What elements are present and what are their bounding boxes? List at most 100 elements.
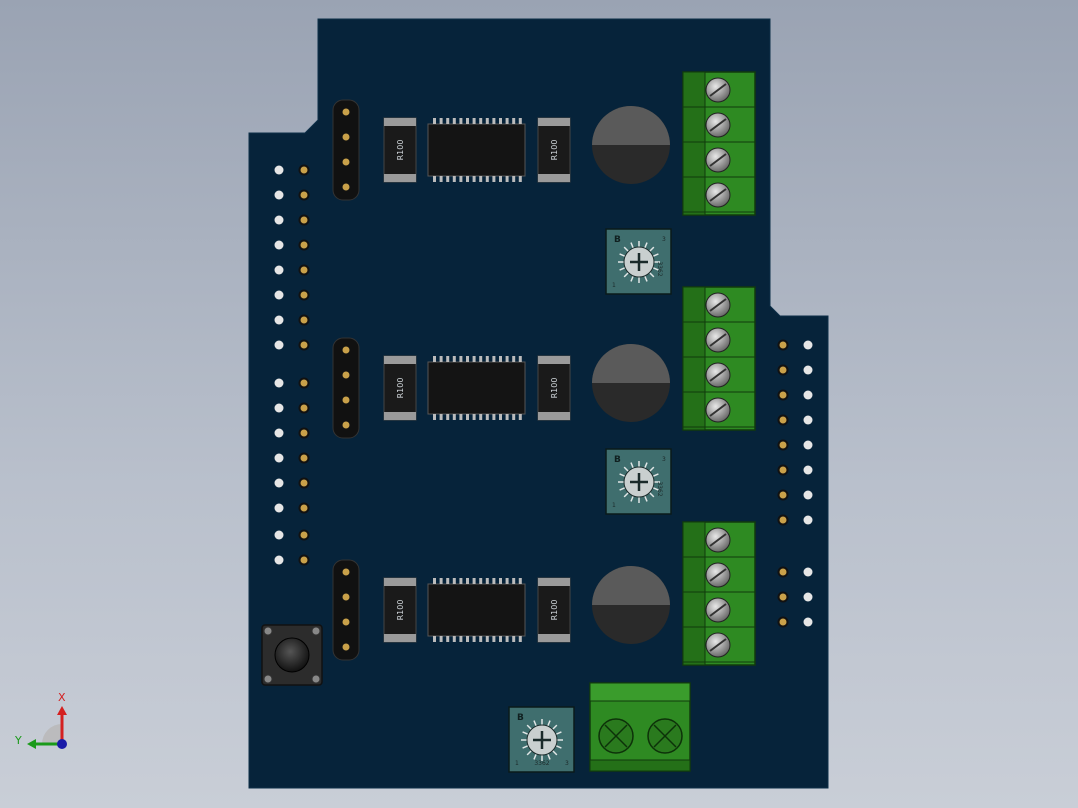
left-header-holes (274, 164, 310, 566)
pot-pin-label: 1 (612, 282, 616, 289)
header-pad (777, 389, 789, 401)
header-pad (298, 289, 310, 301)
header-pad (777, 439, 789, 451)
driver-ic (427, 356, 526, 420)
header-pad (298, 264, 310, 276)
power-terminal-block (589, 682, 691, 772)
header-hole (274, 190, 284, 200)
pin-header (332, 559, 360, 661)
header-pad (777, 464, 789, 476)
header-pad (298, 314, 310, 326)
motor-terminal-block (682, 71, 756, 216)
reset-push-button (261, 624, 323, 686)
header-pad (298, 164, 310, 176)
header-pad (777, 514, 789, 526)
pot-marker: B (614, 235, 621, 245)
trimmer-potentiometer: B 3362 1 3 (605, 228, 672, 295)
screw-icon (705, 112, 731, 138)
driver-channel-1: R100 R100 (332, 71, 756, 216)
motor-terminal-block (682, 286, 756, 431)
header-pad (298, 477, 310, 489)
header-hole (274, 478, 284, 488)
screw-icon (705, 397, 731, 423)
pot-pin-label: 1 (612, 502, 616, 509)
header-pad (777, 364, 789, 376)
header-hole (274, 453, 284, 463)
header-hole (274, 503, 284, 513)
header-hole (274, 530, 284, 540)
pot-pin-label: 3 (565, 760, 569, 767)
screw-icon (647, 718, 683, 754)
trimmer-potentiometer: B 3362 1 3 (508, 706, 575, 773)
header-pad (298, 214, 310, 226)
header-pad (298, 239, 310, 251)
screw-icon (705, 292, 731, 318)
header-hole (274, 290, 284, 300)
header-hole (803, 415, 813, 425)
header-pad (298, 377, 310, 389)
pin-header (332, 337, 360, 439)
electrolytic-capacitor (592, 106, 670, 184)
screw-icon (705, 527, 731, 553)
screw-icon (705, 147, 731, 173)
x-axis-label: X (58, 691, 66, 704)
pot-marker: B (614, 455, 621, 465)
header-hole (803, 340, 813, 350)
header-pad (777, 489, 789, 501)
header-hole (274, 340, 284, 350)
pin-header (332, 99, 360, 201)
pot-marker: B (517, 713, 524, 723)
header-hole (803, 567, 813, 577)
resistor-label: R100 (550, 600, 559, 621)
header-pad (298, 402, 310, 414)
header-hole (274, 428, 284, 438)
header-pad (298, 339, 310, 351)
electrolytic-capacitor (592, 566, 670, 644)
header-hole (274, 378, 284, 388)
screw-icon (705, 562, 731, 588)
header-hole (274, 403, 284, 413)
push-button-cap (274, 637, 310, 673)
screw-icon (705, 362, 731, 388)
header-hole (274, 265, 284, 275)
driver-channel-3: R100 R100 (332, 521, 756, 666)
header-pad (777, 339, 789, 351)
header-pad (298, 554, 310, 566)
driver-ic (427, 118, 526, 182)
pot-label: 3362 (534, 760, 549, 767)
screw-icon (705, 182, 731, 208)
resistor-label: R100 (550, 140, 559, 161)
header-hole (274, 555, 284, 565)
y-axis-label: Y (14, 734, 22, 747)
header-hole (803, 440, 813, 450)
header-hole (803, 465, 813, 475)
driver-ic (427, 578, 526, 642)
pot-pin-label: 3 (662, 456, 666, 463)
header-hole (274, 240, 284, 250)
pot-pin-label: 3 (662, 236, 666, 243)
header-hole (803, 515, 813, 525)
screw-icon (705, 77, 731, 103)
motor-terminal-block (682, 521, 756, 666)
resistor-label: R100 (396, 600, 405, 621)
electrolytic-capacitor (592, 344, 670, 422)
header-hole (803, 617, 813, 627)
header-pad (777, 566, 789, 578)
header-pad (298, 452, 310, 464)
pot-label: 3362 (656, 261, 663, 276)
header-pad (777, 414, 789, 426)
header-hole (803, 592, 813, 602)
header-hole (274, 315, 284, 325)
header-hole (803, 365, 813, 375)
header-pad (298, 502, 310, 514)
pot-pin-label: 1 (515, 760, 519, 767)
header-hole (803, 490, 813, 500)
header-pad (777, 616, 789, 628)
right-header-holes (777, 339, 813, 628)
resistor-label: R100 (396, 140, 405, 161)
